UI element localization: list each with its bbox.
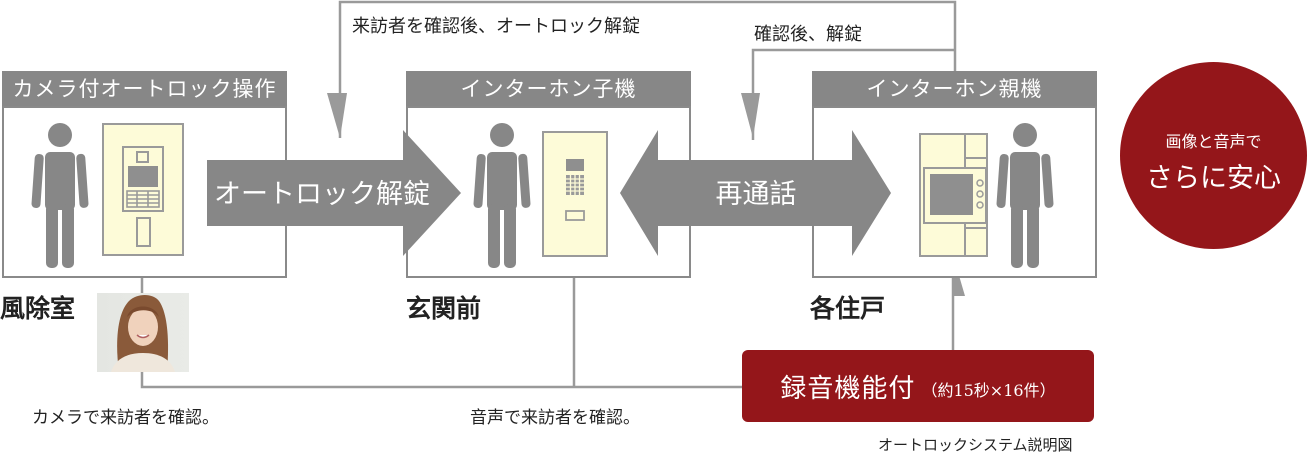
camera-feed-line xyxy=(140,270,742,389)
door-unlock-label: 確認後、解錠 xyxy=(754,24,862,45)
door-intercom-icon xyxy=(542,131,608,257)
location-door: 玄関前 xyxy=(406,294,482,323)
location-lobby: 風除室 xyxy=(0,294,76,323)
lobby-unlock-arrowhead xyxy=(327,93,347,138)
person-icon xyxy=(996,123,1054,268)
audio-caption: 音声で来訪者を確認。 xyxy=(470,408,640,428)
badge-line1: 画像と音声で xyxy=(1165,132,1262,151)
recall-arrow-label: 再通話 xyxy=(715,179,797,210)
camera-lock-panel-icon xyxy=(102,123,184,256)
unlock-arrow xyxy=(207,130,461,256)
recording-detail: （約15秒×16件） xyxy=(921,381,1056,400)
badge-line2: さらに安心 xyxy=(1146,163,1281,194)
unlock-arrow-label: オートロック解錠 xyxy=(214,179,430,210)
recording-label: 録音機能付 xyxy=(780,373,916,404)
recall-arrow xyxy=(620,130,891,256)
panel-title-unit: インターホン親機 xyxy=(812,71,1097,107)
lobby-unlock-label: 来訪者を確認後、オートロック解錠 xyxy=(352,16,640,37)
diagram-title: オートロックシステム説明図 xyxy=(878,436,1073,454)
person-icon xyxy=(473,123,531,268)
recording-feature-box: 録音機能付 （約15秒×16件） xyxy=(742,350,1094,422)
master-monitor-icon xyxy=(919,133,988,257)
person-icon xyxy=(31,123,89,268)
visitor-photo xyxy=(97,293,189,372)
door-unlock-arrowhead xyxy=(741,93,760,138)
location-unit: 各住戸 xyxy=(810,294,886,323)
camera-caption: カメラで来訪者を確認。 xyxy=(32,408,219,428)
reassurance-badge: 画像と音声で さらに安心 xyxy=(1120,62,1307,249)
panel-title-door: インターホン子機 xyxy=(406,71,691,107)
